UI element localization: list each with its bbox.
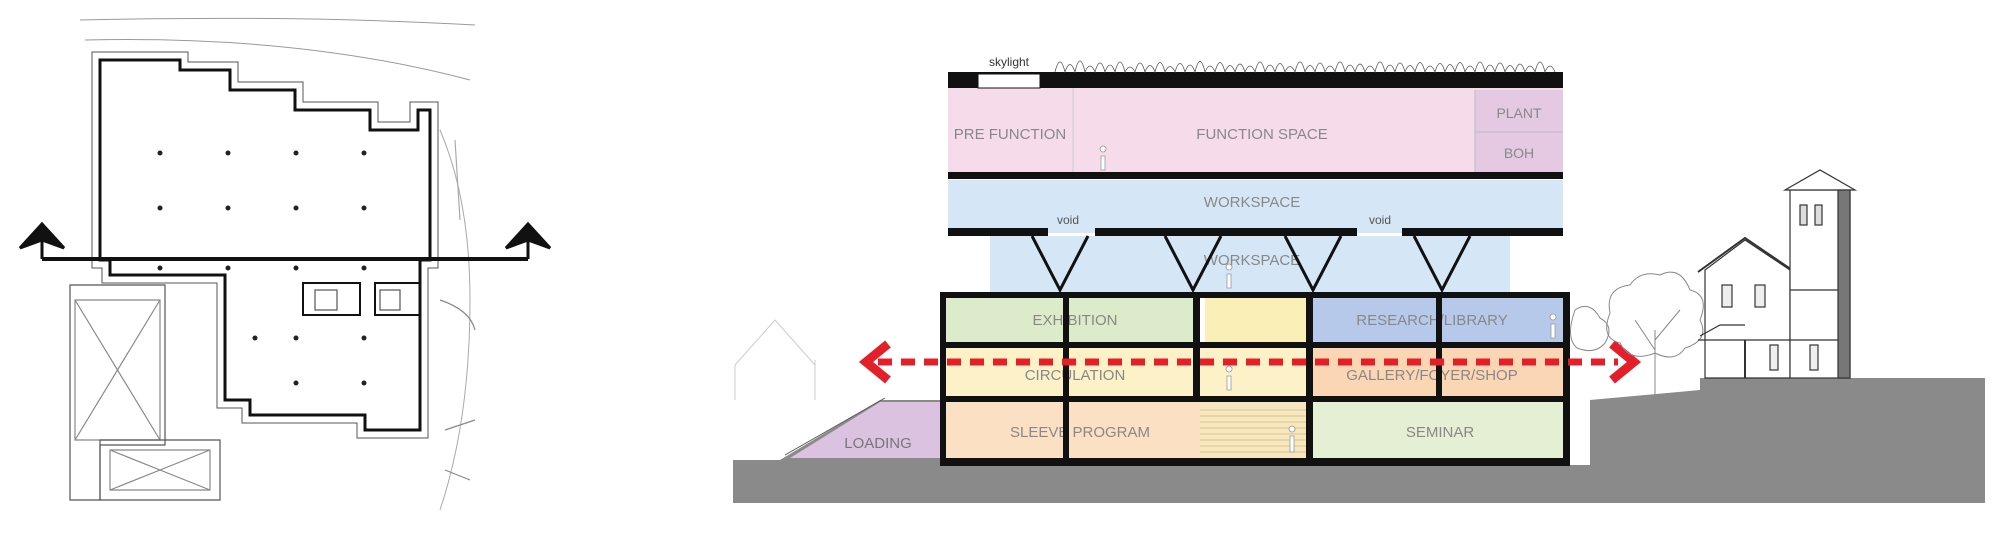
section-cut-line	[18, 221, 552, 261]
label-sleeve-program: SLEEVE PROGRAM	[1010, 424, 1150, 441]
zone-workspace-lower	[990, 236, 1510, 292]
label-circulation: CIRCULATION	[1025, 367, 1126, 384]
label-function-space: FUNCTION SPACE	[1196, 126, 1327, 143]
floor-plan	[69, 17, 476, 511]
label-gallery-foyer-shop: GALLERY/FOYER/SHOP	[1346, 367, 1517, 384]
neighbor-house	[1697, 169, 1858, 379]
label-exhibition: EXHIBITION	[1032, 312, 1117, 329]
building-outline	[98, 58, 432, 432]
label-workspace-upper: WORKSPACE	[1204, 194, 1300, 211]
tree	[1570, 271, 1704, 400]
plan-columns	[157, 150, 367, 386]
zone-sleeve	[945, 402, 1200, 458]
zone-exhibition	[945, 298, 1195, 342]
zone-boh	[1475, 132, 1563, 172]
flow-arrow	[858, 340, 1642, 384]
person-icon	[1099, 145, 1107, 171]
arrow-right-icon	[1609, 340, 1642, 384]
label-workspace-lower: WORKSPACE	[1204, 252, 1300, 269]
v-columns	[1030, 235, 1472, 294]
zone-atrium-upper	[1205, 298, 1310, 342]
zone-seminar	[1310, 402, 1563, 458]
section-arrow-right-icon	[504, 221, 552, 259]
roof-garden	[1054, 60, 1556, 74]
label-seminar: SEMINAR	[1406, 424, 1475, 441]
label-research-library: RESEARCH/LIBRARY	[1356, 312, 1507, 329]
label-skylight: skylight	[989, 55, 1030, 69]
label-plant: PLANT	[1496, 105, 1542, 121]
label-pre-function: PRE FUNCTION	[954, 126, 1067, 143]
zone-workspace-upper	[948, 180, 1563, 233]
zone-circulation	[945, 348, 1310, 396]
label-void-left: void	[1057, 213, 1079, 227]
section-columns	[940, 292, 1570, 466]
arrow-left-icon	[858, 340, 891, 384]
zone-plant	[1475, 90, 1563, 132]
loading-zone	[790, 402, 940, 458]
building-section: LOADING skylight PRE FUNCTION FUNCTION S…	[733, 55, 1985, 503]
label-void-right: void	[1369, 213, 1391, 227]
section-arrow-left-icon	[18, 221, 66, 259]
skylight	[977, 73, 1041, 89]
label-loading: LOADING	[844, 435, 912, 452]
ground	[733, 378, 1985, 503]
label-boh: BOH	[1504, 145, 1534, 161]
